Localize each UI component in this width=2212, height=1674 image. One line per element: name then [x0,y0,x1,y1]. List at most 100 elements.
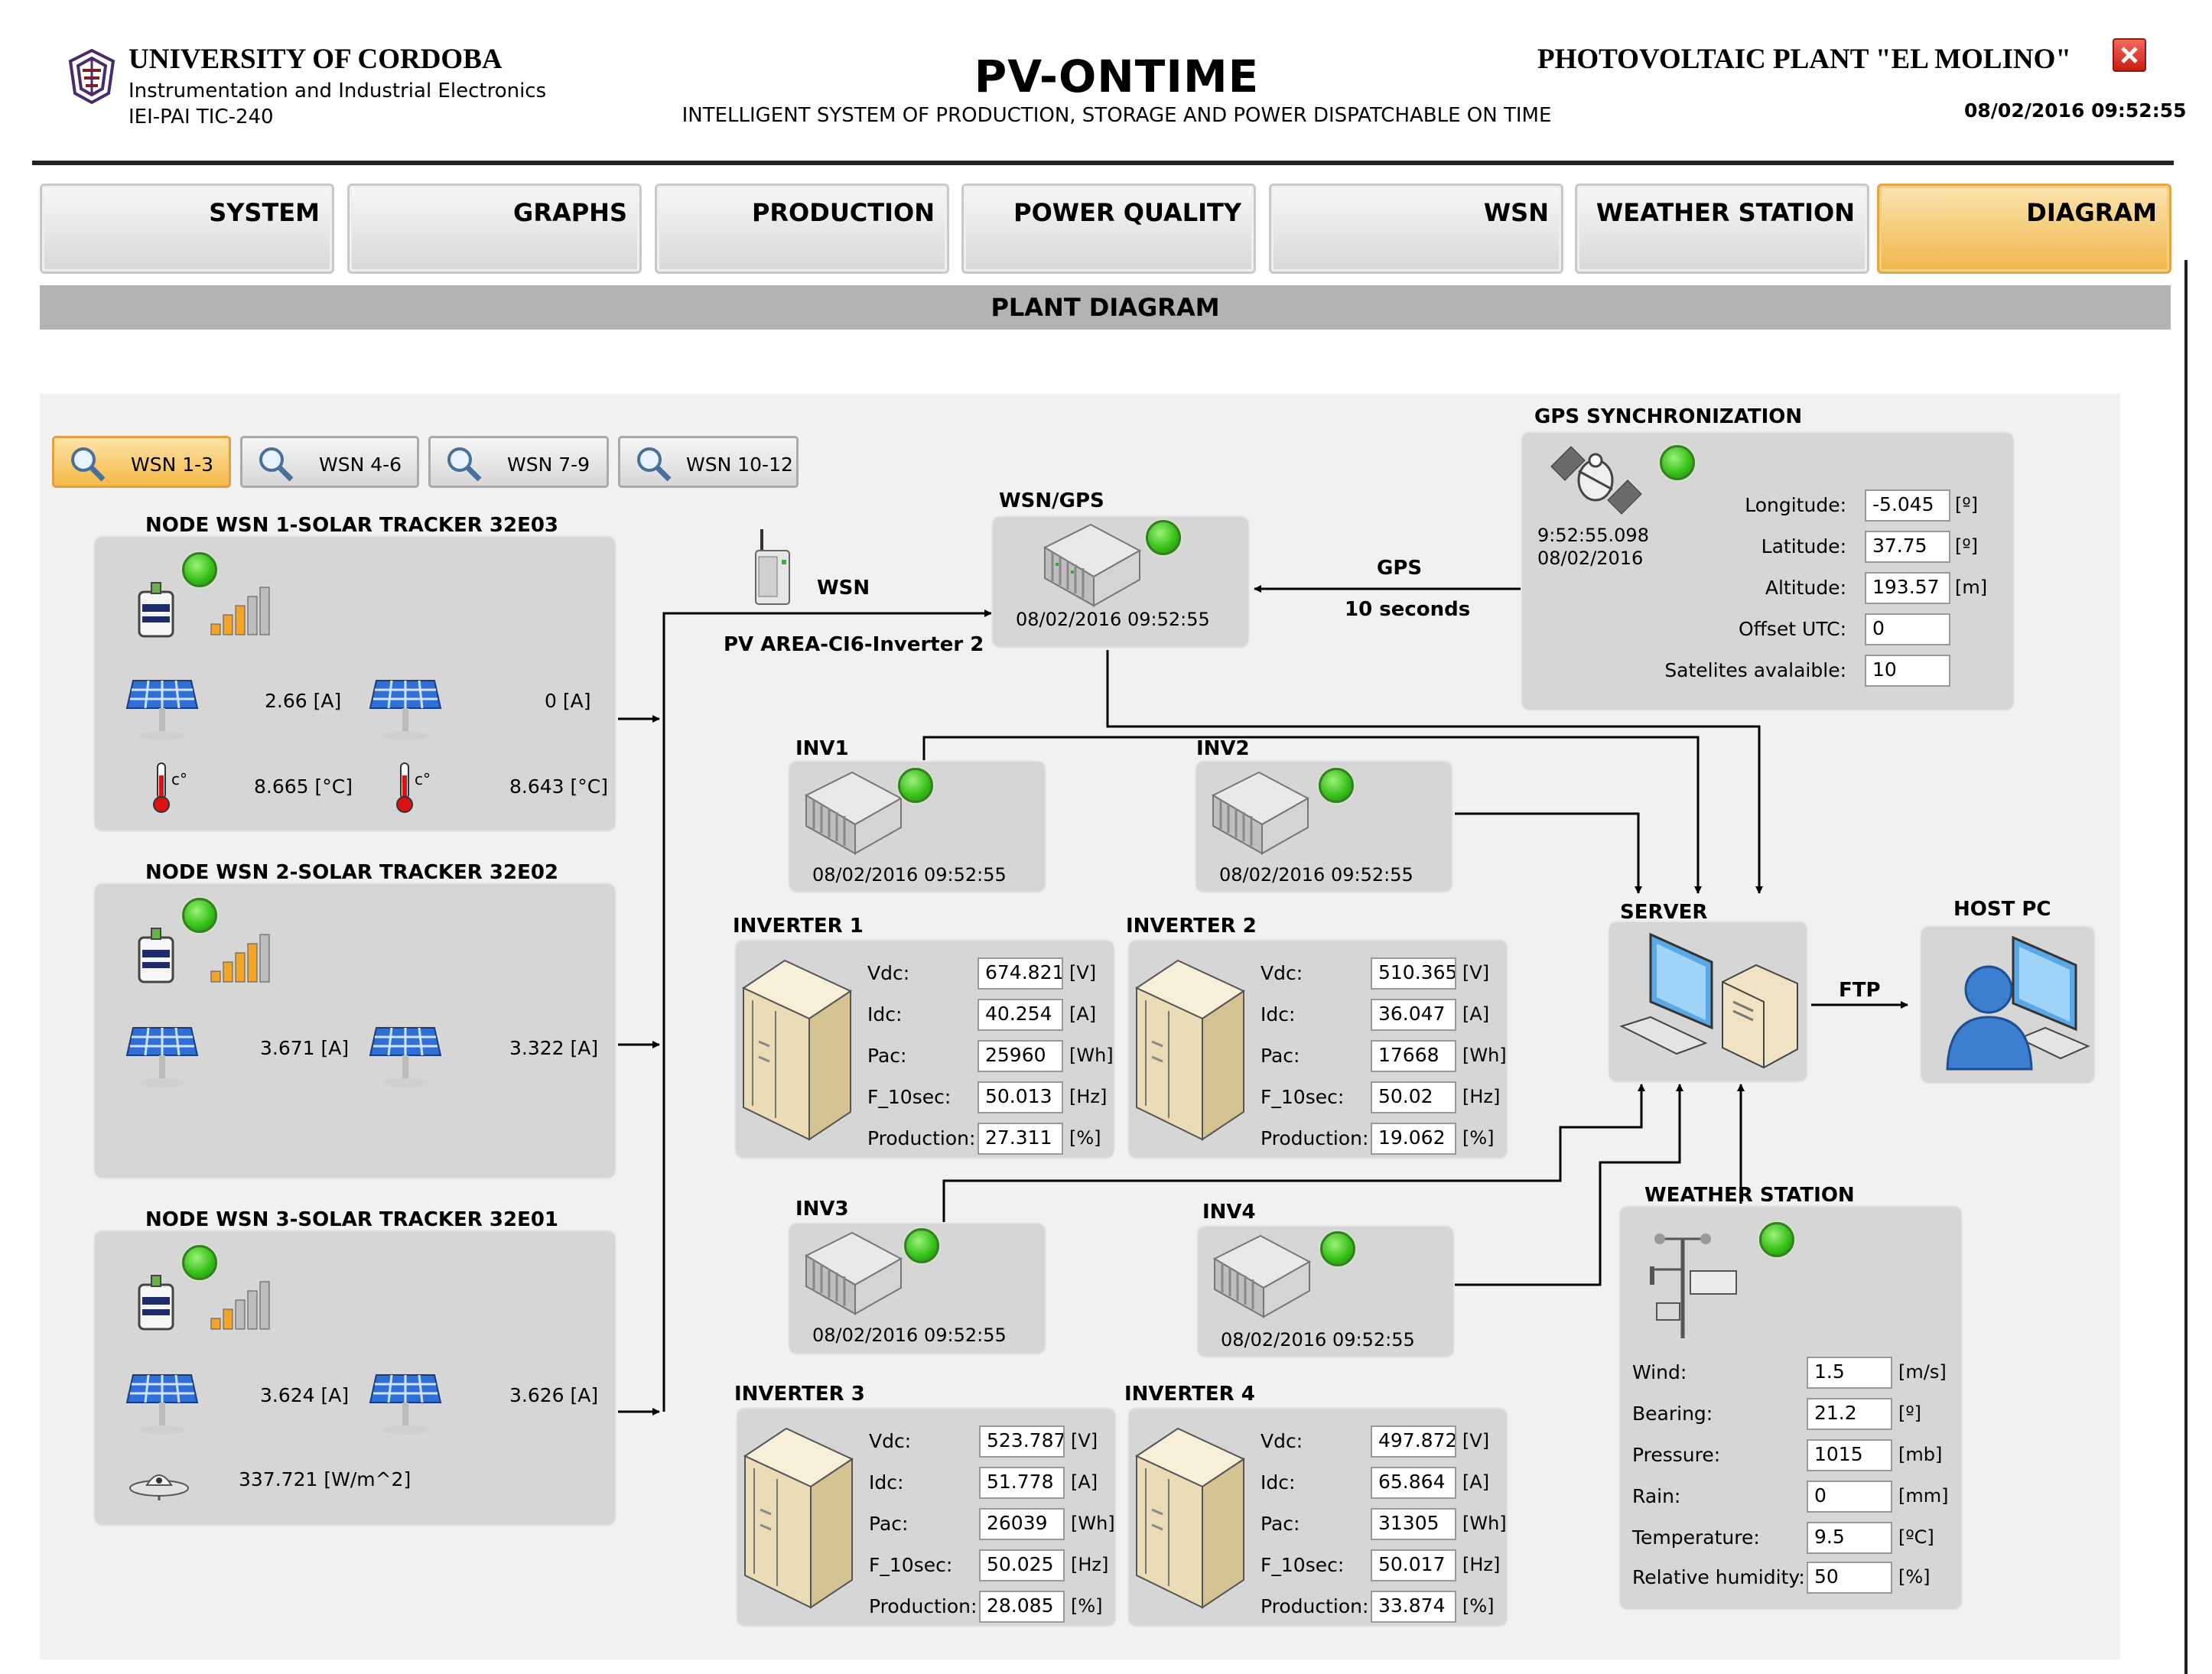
plc-rack-icon [1211,771,1310,855]
gps-latitude-value: 37.75 [1865,531,1950,563]
inverter-1-idc-value: 40.254 [978,999,1063,1031]
weather-pressure-label: Pressure: [1632,1444,1721,1466]
inv4-timestamp: 08/02/2016 09:52:55 [1221,1329,1415,1351]
gps-link-interval: 10 seconds [1345,598,1471,621]
inverter-1-idc-unit: [A] [1069,1003,1097,1025]
node-3-status-led [182,1245,217,1280]
weather-rain-unit: [mm] [1898,1485,1949,1507]
wsn-1-3-label: WSN 1-3 [131,453,214,476]
inverter-4-pac-unit: [Wh] [1462,1513,1507,1534]
inverter-1-vdc-label: Vdc: [867,962,910,984]
wsn-gps-timestamp: 08/02/2016 09:52:55 [1016,609,1210,630]
inverter-2-pac-label: Pac: [1261,1045,1300,1067]
weather-station-title: WEATHER STATION [1644,1184,1855,1207]
gps-longitude-label: Longitude: [1745,494,1846,516]
gps-status-led [1660,445,1695,480]
tab-production[interactable]: PRODUCTION [655,184,949,274]
inverter-3-pac-value: 26039 [979,1508,1065,1540]
node-1-title: NODE WSN 1-SOLAR TRACKER 32E03 [145,514,559,537]
inverter-1-vdc-unit: [V] [1069,962,1097,983]
inverter-3-vdc-unit: [V] [1071,1430,1098,1451]
inverter-4-idc-label: Idc: [1261,1471,1296,1494]
inv3-title: INV3 [795,1198,849,1221]
search-icon [637,447,672,482]
inverter-1-pac-value: 25960 [978,1040,1063,1072]
wsn-device-sublabel: PV AREA-CI6-Inverter 2 [724,633,984,656]
wsn-7-9-button[interactable]: WSN 7-9 [428,436,609,488]
tab-power-quality[interactable]: POWER QUALITY [961,184,1256,274]
gps-satellites-value: 10 [1865,655,1950,687]
tab-weather-station[interactable]: WEATHER STATION [1575,184,1869,274]
node-2-current-1: 3.671 [A] [260,1037,350,1059]
gps-offset-utc-label: Offset UTC: [1738,618,1846,640]
gps-time: 9:52:55.098 [1537,525,1649,546]
gps-altitude-unit: [m] [1955,577,1988,598]
inverter-2-idc-value: 36.047 [1371,999,1456,1031]
weather-pressure-value: 1015 [1807,1439,1892,1471]
gps-altitude-value: 193.57 [1865,572,1950,604]
inverter-3-vdc-label: Vdc: [869,1430,912,1452]
close-button[interactable] [2113,38,2146,72]
wsn-node-icon [138,1275,174,1331]
inverter-2-vdc-unit: [V] [1462,962,1490,983]
search-icon [447,447,482,482]
svg-text:c°: c° [171,770,187,788]
weather-temperature-label: Temperature: [1632,1526,1760,1549]
weather-bearing-value: 21.2 [1807,1398,1892,1430]
gps-longitude-value: -5.045 [1865,489,1950,522]
inv1-timestamp: 08/02/2016 09:52:55 [812,864,1007,886]
inverter-2-production-unit: [%] [1462,1127,1495,1149]
weather-bearing-unit: [º] [1898,1403,1922,1424]
inverter-4-vdc-unit: [V] [1462,1430,1490,1451]
tab-graphs[interactable]: GRAPHS [347,184,642,274]
inverter-cabinet-icon [1134,959,1246,1141]
weather-pressure-unit: [mb] [1898,1444,1943,1465]
inv1-title: INV1 [795,737,849,760]
wsn-4-6-label: WSN 4-6 [319,453,402,476]
weather-wind-label: Wind: [1632,1361,1687,1383]
host-pc-user-icon [1946,935,2090,1071]
tab-system[interactable]: SYSTEM [40,184,334,274]
node-2-status-led [182,898,217,933]
inv2-timestamp: 08/02/2016 09:52:55 [1219,864,1413,886]
inverter-3-production-label: Production: [869,1595,978,1617]
inverter-cabinet-icon [1134,1427,1246,1609]
weather-station-status-led [1759,1222,1794,1257]
weather-humidity-unit: [%] [1898,1566,1931,1588]
host-pc-title: HOST PC [1953,898,2051,921]
node-3-title: NODE WSN 3-SOLAR TRACKER 32E01 [145,1208,559,1231]
solar-panel-icon [125,1027,199,1087]
scrollbar[interactable] [2184,260,2188,1674]
node-1-current-2: 0 [A] [545,690,591,712]
search-icon [259,447,294,482]
university-name: UNIVERSITY OF CORDOBA [128,44,503,75]
wsn-10-12-button[interactable]: WSN 10-12 [618,436,799,488]
node-3-irradiance: 337.721 [W/m^2] [239,1468,411,1490]
inverter-2-pac-value: 17668 [1371,1040,1456,1072]
wsn-gps-title: WSN/GPS [999,489,1104,512]
node-1-temperature-2: 8.643 [°C] [509,775,608,798]
wsn-4-6-button[interactable]: WSN 4-6 [240,436,419,488]
inverter-4-vdc-label: Vdc: [1261,1430,1303,1452]
inv1-status-led [898,768,933,803]
wsn-device-label: WSN [817,577,870,600]
header-divider [32,161,2174,165]
plc-rack-icon [1043,523,1142,607]
tab-diagram[interactable]: DIAGRAM [1877,184,2171,274]
weather-station-panel [1620,1207,1961,1609]
solar-panel-icon [369,1374,442,1435]
tab-wsn[interactable]: WSN [1269,184,1563,274]
inverter-4-title: INVERTER 4 [1124,1383,1255,1406]
gps-altitude-label: Altitude: [1765,577,1846,599]
inverter-3-idc-value: 51.778 [979,1467,1065,1499]
university-logo-icon [68,48,115,105]
app-title: PV-ONTIME [974,50,1260,102]
inverter-2-idc-unit: [A] [1462,1003,1490,1025]
wsn-1-3-button[interactable]: WSN 1-3 [52,436,231,488]
inverter-3-pac-unit: [Wh] [1071,1513,1115,1534]
inv4-status-led [1320,1231,1355,1266]
solar-panel-icon [369,680,442,740]
inverter-3-title: INVERTER 3 [734,1383,865,1406]
inverter-3-vdc-value: 523.787 [979,1425,1065,1458]
